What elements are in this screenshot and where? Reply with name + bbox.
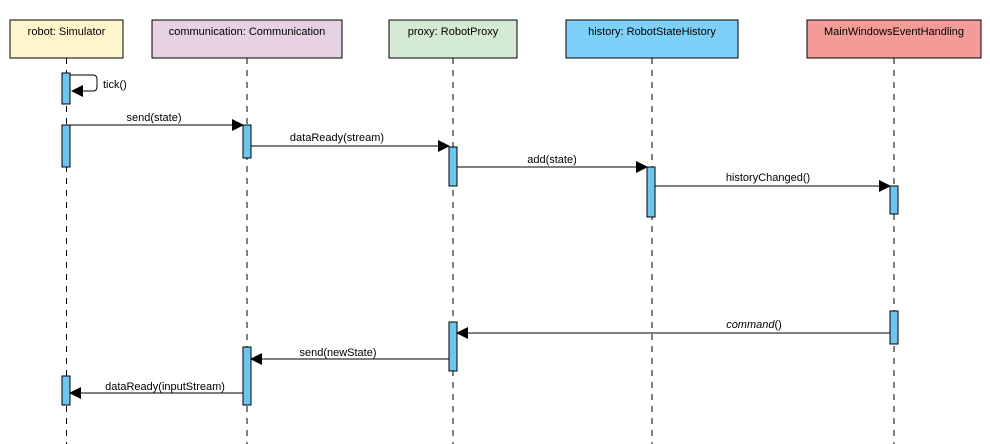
lifeline-hist-label: history: RobotStateHistory bbox=[588, 26, 716, 38]
lifeline-proxy-label: proxy: RobotProxy bbox=[408, 26, 499, 38]
message-send-newstate-label: send(newState) bbox=[299, 347, 376, 359]
message-history-changed[interactable]: historyChanged() bbox=[655, 172, 891, 192]
activation-sim-3 bbox=[61, 375, 71, 406]
message-add-state-label: add(state) bbox=[527, 154, 577, 166]
message-send-newstate[interactable]: send(newState) bbox=[250, 347, 449, 365]
activation-main-1 bbox=[889, 185, 899, 215]
activation-sim-1 bbox=[61, 72, 71, 105]
message-send-state-label: send(state) bbox=[126, 112, 181, 124]
lifeline-sim[interactable]: robot: Simulator bbox=[9, 19, 124, 444]
message-data-ready-input-label: dataReady(inputStream) bbox=[105, 381, 225, 393]
activation-comm-1 bbox=[242, 124, 252, 159]
message-data-ready[interactable]: dataReady(stream) bbox=[251, 132, 450, 152]
message-data-ready-label: dataReady(stream) bbox=[290, 132, 384, 144]
message-send-state[interactable]: send(state) bbox=[70, 112, 244, 131]
lifeline-hist-box[interactable] bbox=[565, 19, 739, 59]
message-command[interactable]: command() bbox=[456, 319, 890, 339]
activation-comm-2 bbox=[242, 346, 252, 406]
lifeline-main-box[interactable] bbox=[806, 19, 982, 59]
message-history-changed-label: historyChanged() bbox=[726, 172, 810, 184]
message-data-ready-input[interactable]: dataReady(inputStream) bbox=[69, 381, 243, 399]
lifeline-hist[interactable]: history: RobotStateHistory bbox=[565, 19, 739, 444]
lifeline-comm-box[interactable] bbox=[151, 19, 343, 59]
activation-proxy-2 bbox=[448, 321, 458, 372]
message-tick-label: tick() bbox=[103, 79, 127, 91]
lifeline-main-label: MainWindowsEventHandling bbox=[824, 26, 964, 38]
message-add-state[interactable]: add(state) bbox=[457, 154, 648, 173]
activation-hist-1 bbox=[646, 166, 656, 218]
lifeline-sim-label: robot: Simulator bbox=[28, 26, 106, 38]
lifeline-main[interactable]: MainWindowsEventHandling bbox=[806, 19, 982, 444]
activation-proxy-1 bbox=[448, 146, 458, 187]
activation-main-2 bbox=[889, 310, 899, 345]
lifeline-comm-label: communication: Communication bbox=[169, 26, 326, 38]
lifeline-comm[interactable]: communication: Communication bbox=[151, 19, 343, 444]
activation-sim-2 bbox=[61, 124, 71, 168]
message-tick[interactable]: tick() bbox=[70, 74, 127, 97]
message-command-label: command() bbox=[726, 319, 782, 331]
lifeline-sim-box[interactable] bbox=[9, 19, 124, 59]
lifeline-proxy[interactable]: proxy: RobotProxy bbox=[388, 19, 518, 444]
